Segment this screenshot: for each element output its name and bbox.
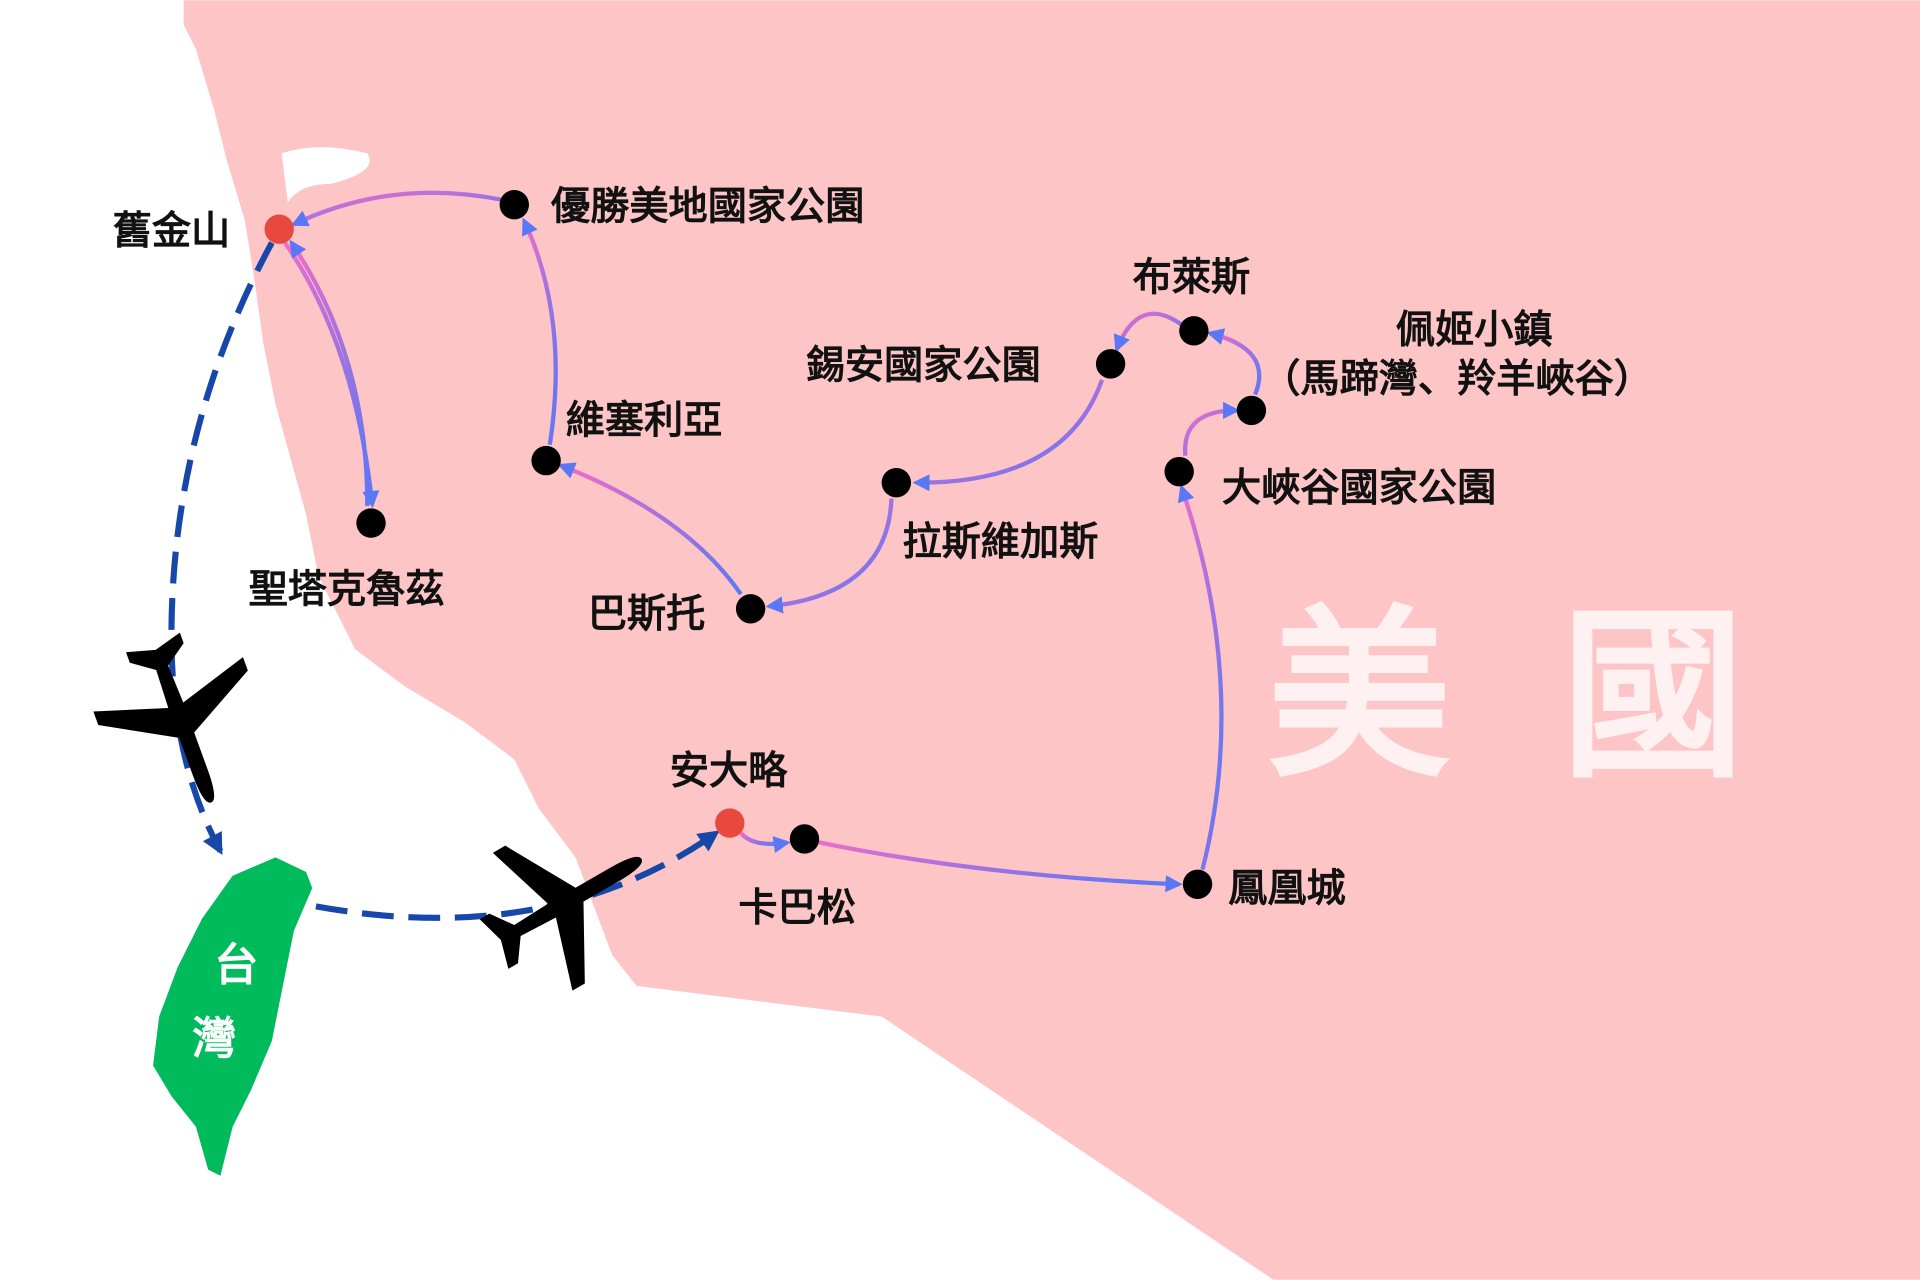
label-lasvegas: 拉斯維加斯 <box>902 520 1098 565</box>
label-ontario: 安大略 <box>670 749 788 794</box>
label-yosemite: 優勝美地國家公園 <box>550 184 864 229</box>
stop-sf[interactable] <box>264 214 294 244</box>
label-sf: 舊金山 <box>113 209 231 254</box>
label-page: 佩姬小鎮 <box>1396 308 1553 353</box>
taiwan-label-2: 灣 <box>192 1013 236 1064</box>
stop-phoenix[interactable] <box>1182 869 1213 899</box>
stop-yosemite[interactable] <box>499 190 529 220</box>
flight-sf-to-taiwan <box>168 241 275 856</box>
label-zion: 錫安國家公園 <box>806 344 1041 389</box>
stop-grandcanyon[interactable] <box>1164 456 1194 487</box>
bay-inlet <box>281 147 370 203</box>
stop-ontario[interactable] <box>715 808 745 838</box>
label-phoenix: 鳳凰城 <box>1228 866 1346 911</box>
stop-cabazon[interactable] <box>789 824 820 854</box>
label-santacruz: 聖塔克魯茲 <box>249 568 445 613</box>
stop-lasvegas[interactable] <box>881 467 912 498</box>
label-page-sub: （馬蹄灣、羚羊峽谷） <box>1261 357 1653 402</box>
usa-landmass <box>183 0 1920 1280</box>
stop-bryce[interactable] <box>1179 316 1209 346</box>
stop-markers <box>264 190 1267 899</box>
label-bryce: 布萊斯 <box>1133 255 1251 300</box>
stop-zion[interactable] <box>1095 349 1126 379</box>
country-watermark: 美國 <box>1267 590 1855 803</box>
stop-santacruz[interactable] <box>356 508 386 538</box>
stop-barstow[interactable] <box>735 594 766 624</box>
label-cabazon: 卡巴松 <box>738 886 856 931</box>
road-routes <box>282 190 1262 893</box>
taiwan-label: 台灣 <box>0 0 3 1</box>
stop-page[interactable] <box>1236 395 1267 426</box>
airplane-icon <box>93 632 248 803</box>
label-barstow: 巴斯托 <box>588 592 706 637</box>
airplane-icon <box>479 845 643 991</box>
stop-visalia[interactable] <box>531 445 561 476</box>
label-visalia: 維塞利亞 <box>566 399 723 444</box>
flight-taiwan-to-ontario <box>315 830 720 921</box>
taiwan-label-1: 台 <box>214 940 258 991</box>
label-grandcanyon: 大峽谷國家公園 <box>1222 466 1496 511</box>
